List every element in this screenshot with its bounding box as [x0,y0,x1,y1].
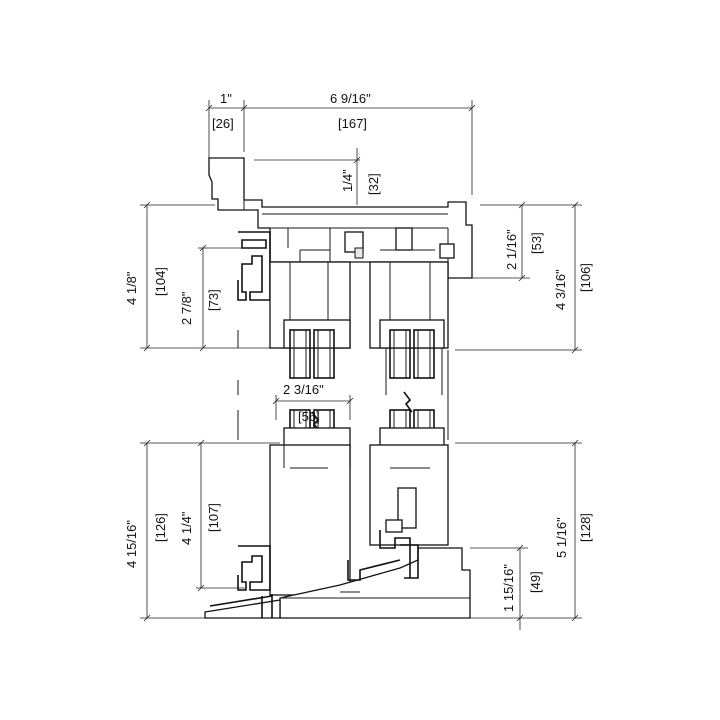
upper-clip-profile [237,231,271,301]
dim-right-upper-in: 2 1/16" [504,229,519,270]
lower-sash-left [269,427,351,596]
dim-top-width-mm: [167] [338,116,367,131]
dim-left-upper-inner-in: 2 7/8" [179,291,194,325]
dim-right-upper-outer-in: 4 3/16" [553,269,568,310]
dim-left-lower-inner-in: 4 1/4" [179,511,194,545]
dim-right-lower-in: 5 1/16" [554,517,569,558]
dim-head-in: 1/4" [340,169,355,192]
upper-sash-right [369,261,449,349]
dim-right-upper-outer-mm: [106] [578,263,593,292]
dim-top-left-in: 1" [220,91,232,106]
dim-right-lower-mm: [128] [578,513,593,542]
lower-clip-profile [237,545,271,591]
dim-left-upper-inner-mm: [73] [206,289,221,311]
dimension-labels: 1" [26] 6 9/16" [167] 1/4" [32] 4 1/8" [… [124,91,593,612]
dim-center-in: 2 3/16" [283,382,324,397]
dim-top-left-mm: [26] [212,116,234,131]
dim-left-lower-inner-mm: [107] [206,503,221,532]
dim-left-upper-mm: [104] [153,267,168,296]
upper-glazing [289,329,443,395]
dim-right-upper-mm: [53] [529,232,544,254]
dim-center-mm: [56] [298,409,320,424]
dim-sill-in: 1 15/16" [501,564,516,612]
sill-frame [204,519,471,619]
dim-sill-mm: [49] [528,571,543,593]
dim-top-width-in: 6 9/16" [330,91,371,106]
dim-left-upper-in: 4 1/8" [124,271,139,305]
dim-left-lower-mm: [126] [153,513,168,542]
dimension-lines [140,100,582,630]
dim-head-mm: [32] [366,173,381,195]
lower-sash-right [369,427,449,546]
dim-left-lower-in: 4 15/16" [124,520,139,568]
